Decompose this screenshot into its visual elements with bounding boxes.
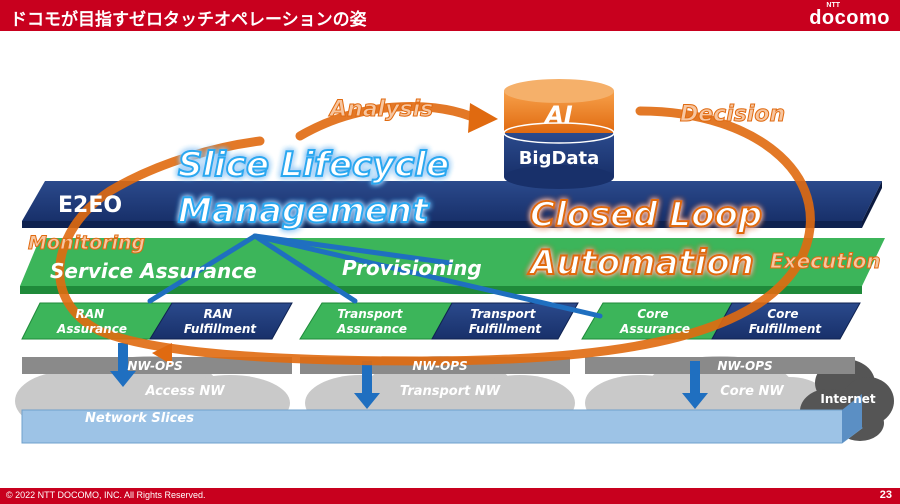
nwops-bar-core xyxy=(585,357,855,374)
down-arrows xyxy=(110,343,708,409)
transport-assurance-text: Transport Assurance xyxy=(336,307,407,336)
decision-label: Decision xyxy=(680,102,785,127)
footer-bar: © 2022 NTT DOCOMO, INC. All Rights Reser… xyxy=(0,488,900,504)
transport-fulfillment-text: Transport Fulfillment xyxy=(469,307,543,336)
ai-bigdata-cylinder xyxy=(503,79,615,189)
slide-title: ドコモが目指すゼロタッチオペレーションの姿 xyxy=(10,10,367,30)
nwops-label-access: NW-OPS xyxy=(127,359,182,373)
core-assurance-text: Core Assurance xyxy=(619,307,690,336)
service-assurance-label: Service Assurance xyxy=(50,259,257,283)
ran-fulfillment-box xyxy=(149,302,293,340)
closed-loop-arrow xyxy=(55,102,815,366)
e2eo-label: E2EO xyxy=(58,193,122,218)
network-slices-label: Network Slices xyxy=(85,411,194,426)
slice-lines xyxy=(147,233,603,319)
internet-label: Internet xyxy=(820,392,875,406)
closed-loop-line1: Closed Loop xyxy=(530,195,762,235)
core-nw-label: Core NW xyxy=(720,384,784,399)
closed-loop-line2: Automation xyxy=(527,243,754,283)
closed-loop-head-top xyxy=(468,103,498,133)
service-provisioning-edge xyxy=(20,286,862,294)
e2eo-bar-edge xyxy=(22,221,862,228)
network-slices-face xyxy=(842,394,862,443)
ai-label: AI xyxy=(543,101,573,129)
bigdata-label: BigData xyxy=(519,148,600,169)
monitoring-label: Monitoring xyxy=(28,232,145,254)
nwops-bar-access xyxy=(22,357,292,374)
slice-lifecycle-line1: Slice Lifecycle xyxy=(178,145,449,185)
nwops-label-core: NW-OPS xyxy=(717,359,772,373)
access-nw-label: Access NW xyxy=(144,384,225,399)
closed-loop-head-bottom xyxy=(152,343,172,365)
nwops-label-transport: NW-OPS xyxy=(412,359,467,373)
e2eo-bar xyxy=(22,181,882,221)
ran-fulfillment-text: RAN Fulfillment xyxy=(184,307,258,336)
core-fulfillment-text: Core Fulfillment xyxy=(749,307,823,336)
logo-docomo-text: docomo xyxy=(809,7,890,29)
e2eo-bar-side xyxy=(862,181,882,228)
zero-touch-diagram: AI BigData Analysis Decision Execution M… xyxy=(15,79,894,444)
transport-nw-label: Transport NW xyxy=(400,384,501,399)
logo-ntt-text: NTT xyxy=(826,2,840,9)
ran-assurance-text: RAN Assurance xyxy=(56,307,127,336)
execution-label: Execution xyxy=(770,249,881,273)
analysis-label: Analysis xyxy=(328,97,433,122)
page-number: 23 xyxy=(879,489,892,501)
provisioning-label: Provisioning xyxy=(342,256,482,280)
copyright-text: © 2022 NTT DOCOMO, INC. All Rights Reser… xyxy=(6,490,206,500)
header-bar: ドコモが目指すゼロタッチオペレーションの姿 NTT docomo xyxy=(0,0,900,31)
slice-lifecycle-line2: Management xyxy=(178,191,430,231)
